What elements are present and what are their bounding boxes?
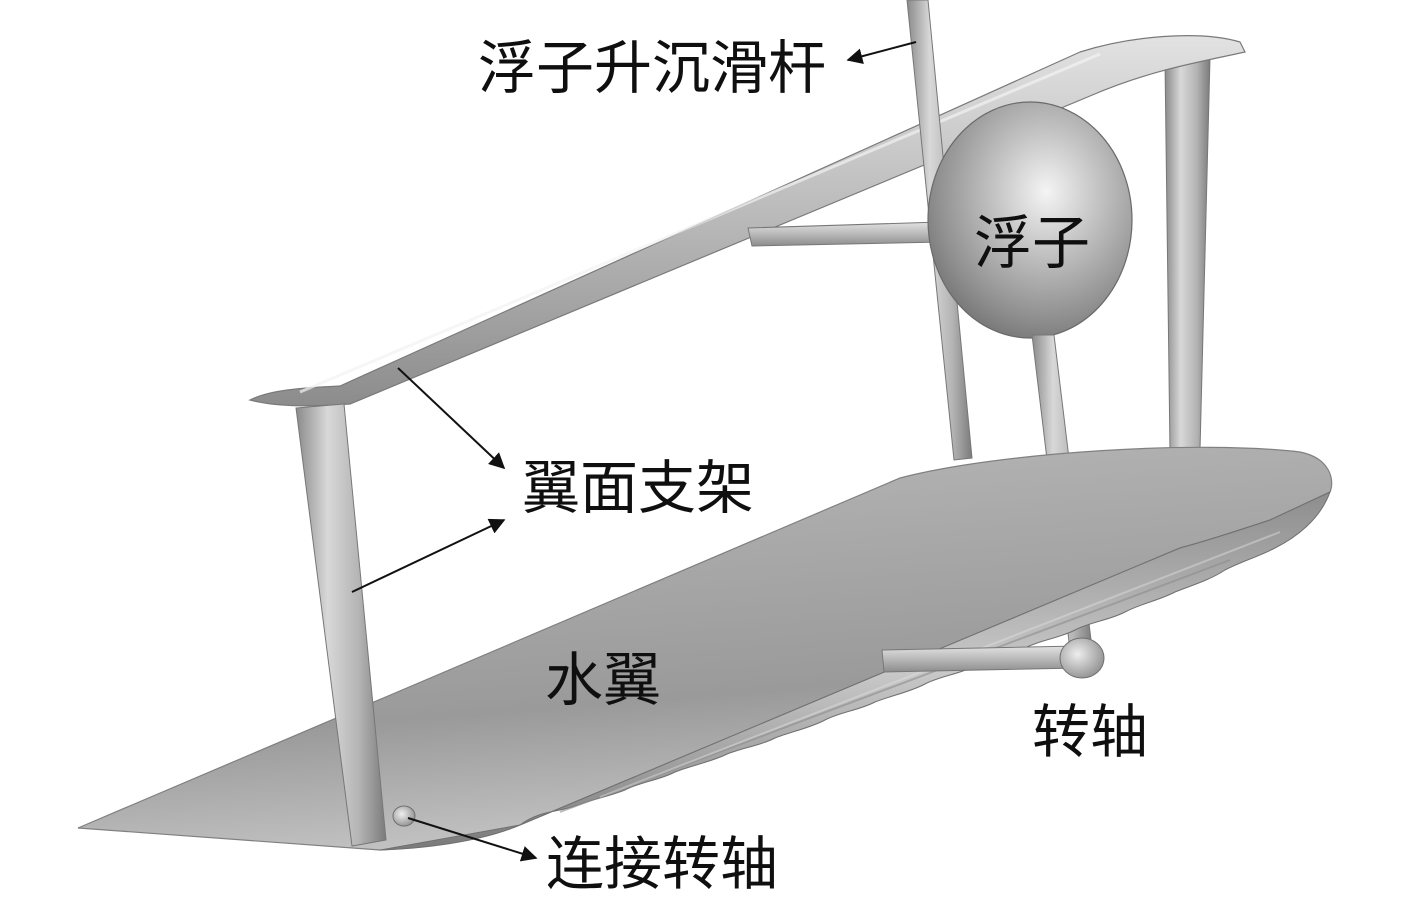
arrow-slide-rod <box>846 41 917 65</box>
arrow-bracket-strut <box>351 518 506 593</box>
left-bracket-strut <box>295 403 387 847</box>
leader-arrows <box>351 41 917 862</box>
label-float-slide-rod: 浮子升沉滑杆 <box>478 34 826 102</box>
arrow-bracket-top <box>397 367 506 470</box>
label-hydrofoil: 水翼 <box>545 646 661 714</box>
connecting-pivot-knob <box>392 805 416 827</box>
label-float: 浮子 <box>974 209 1090 277</box>
label-wing-bracket: 翼面支架 <box>522 454 754 522</box>
right-bracket-strut <box>1164 57 1211 453</box>
arrow-connecting-pivot <box>407 817 538 862</box>
pivot-knob <box>1059 637 1105 679</box>
label-pivot: 转轴 <box>1032 698 1148 766</box>
pivot-arm <box>881 645 1081 673</box>
label-connecting-pivot: 连接转轴 <box>546 830 778 898</box>
float-ball <box>927 101 1133 339</box>
